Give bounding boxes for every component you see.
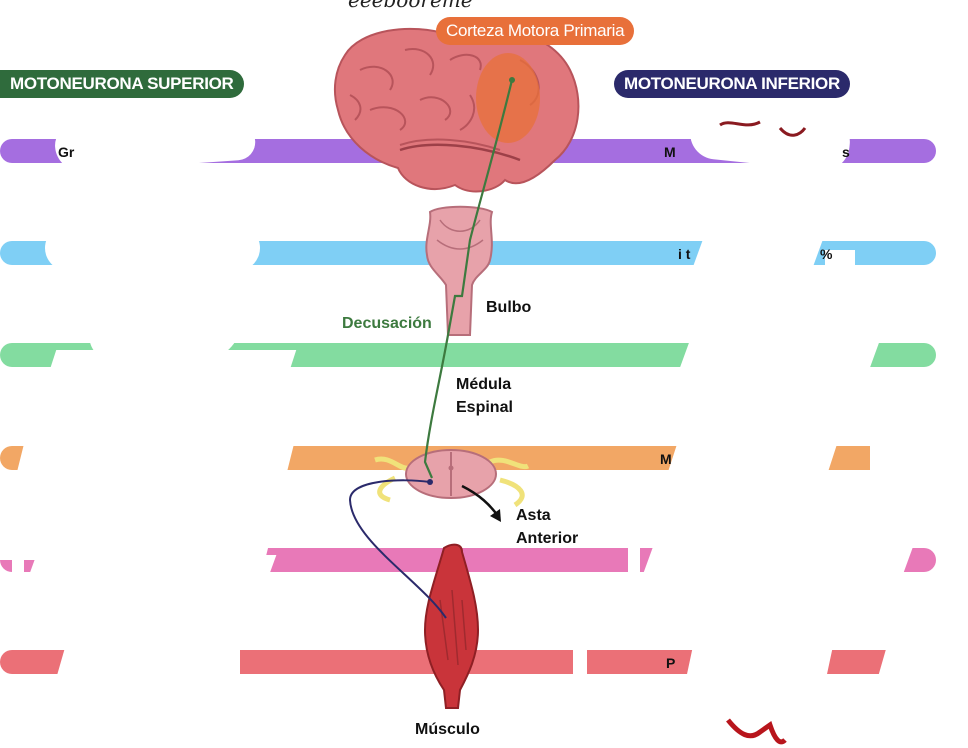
asta-label: Asta (516, 507, 551, 524)
band-4-fragment-right: M (660, 451, 672, 467)
band-2-fragment-right-b: % (820, 246, 833, 262)
medula-label: Médula (456, 376, 512, 393)
band-2-fragment-right-a: i t (678, 246, 691, 262)
band-6-fragment-right: P (666, 655, 676, 671)
brain-icon (333, 27, 580, 193)
musculo-label: Músculo (415, 721, 480, 738)
lower-motor-neuron-path (348, 479, 447, 619)
lower-motor-neuron-title: MOTONEURONA INFERIOR (614, 70, 850, 98)
band-1-fragment-right-a: M (664, 144, 676, 160)
upper-motor-neuron-path (423, 79, 514, 479)
muscle-icon (423, 543, 480, 709)
band-1-fragment-right-b: s (842, 144, 850, 160)
top-script-text: eeebooreme (348, 0, 473, 12)
espinal-label: Espinal (456, 399, 513, 416)
decusacion-label: Decusación (342, 315, 432, 332)
primary-motor-cortex-label: Corteza Motora Primaria (436, 17, 635, 45)
anterior-label: Anterior (516, 530, 579, 547)
bulbo-label: Bulbo (486, 299, 532, 316)
band-1-fragment-left: Gr (58, 144, 75, 160)
upper-motor-neuron-title: MOTONEURONA SUPERIOR (0, 70, 244, 98)
spinal-cord-icon (374, 449, 530, 508)
brainstem-icon (425, 205, 494, 336)
